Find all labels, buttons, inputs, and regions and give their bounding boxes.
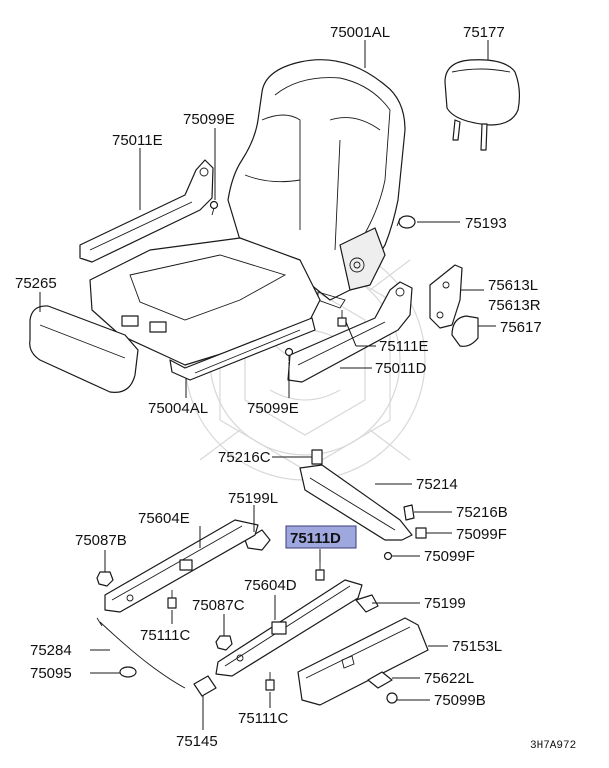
label-75099f-a: 75099F bbox=[456, 526, 507, 543]
label-75193: 75193 bbox=[465, 215, 507, 232]
label-75087c: 75087C bbox=[192, 597, 245, 614]
lever-75199l-part bbox=[244, 529, 271, 551]
label-75011d: 75011D bbox=[375, 360, 427, 377]
cap-part bbox=[451, 315, 479, 347]
bracket-75216c bbox=[311, 449, 323, 465]
label-75111c-b: 75111C bbox=[238, 710, 288, 727]
hinge-cover-left-part bbox=[79, 159, 214, 263]
label-75613l: 75613L bbox=[488, 277, 538, 294]
bolt-75111d bbox=[315, 562, 325, 581]
label-75604d: 75604D bbox=[244, 577, 297, 594]
reference-code: 3H7A972 bbox=[530, 740, 576, 752]
bolt-75111e bbox=[337, 310, 347, 327]
cross-bar-part bbox=[299, 464, 413, 541]
label-75613r: 75613R bbox=[488, 297, 541, 314]
label-75099b: 75099B bbox=[434, 692, 486, 709]
label-75622l: 75622L bbox=[424, 670, 474, 687]
screw-75099b bbox=[386, 692, 398, 704]
cap-75622l-part bbox=[367, 671, 393, 689]
label-75284: 75284 bbox=[30, 642, 72, 659]
label-75111e: 75111E bbox=[379, 338, 429, 355]
label-75265: 75265 bbox=[15, 275, 57, 292]
recliner-knob-part bbox=[396, 215, 416, 229]
nut-75087b bbox=[96, 571, 114, 587]
rail-cover-part bbox=[297, 617, 429, 706]
seat-rail-left-part bbox=[104, 519, 259, 613]
label-75199l: 75199L bbox=[228, 490, 278, 507]
seat-back-part bbox=[227, 59, 406, 309]
label-75216c: 75216C bbox=[218, 449, 271, 466]
label-75145: 75145 bbox=[176, 733, 218, 750]
label-75153l: 75153L bbox=[452, 638, 502, 655]
screw-75099e-top bbox=[209, 200, 219, 216]
seat-cushion-part bbox=[89, 237, 321, 381]
lever-75199-part bbox=[355, 594, 379, 613]
part-labels: 75001AL 75177 75099E 75011E 75193 75265 … bbox=[15, 24, 576, 752]
label-75087b: 75087B bbox=[75, 532, 127, 549]
screw-75099f bbox=[383, 551, 393, 561]
nut-75087c bbox=[215, 635, 233, 651]
clip-75216b bbox=[403, 504, 415, 521]
side-shield-part bbox=[429, 264, 463, 329]
label-75214: 75214 bbox=[416, 476, 458, 493]
label-75099e-top: 75099E bbox=[183, 111, 235, 128]
bolt-75111c-a bbox=[167, 590, 177, 609]
cable-75284-part bbox=[96, 617, 186, 689]
label-75099f-b: 75099F bbox=[424, 548, 475, 565]
label-75004al: 75004AL bbox=[148, 400, 208, 417]
screw-75099e-lower bbox=[284, 347, 294, 361]
label-75011e: 75011E bbox=[112, 132, 163, 149]
highlight-box bbox=[285, 525, 357, 549]
front-trim-part bbox=[29, 305, 139, 393]
label-75177: 75177 bbox=[463, 24, 505, 41]
clip-75095-part bbox=[119, 666, 137, 678]
label-75111d: 75111D bbox=[290, 530, 341, 547]
bolt-75111c-b bbox=[265, 672, 275, 691]
handle-75145-part bbox=[193, 675, 217, 697]
label-75001al: 75001AL bbox=[330, 24, 390, 41]
label-75216b: 75216B bbox=[456, 504, 508, 521]
label-75199: 75199 bbox=[424, 595, 466, 612]
label-75095: 75095 bbox=[30, 665, 72, 682]
label-75099e-bottom: 75099E bbox=[247, 400, 299, 417]
clip-75099f bbox=[415, 527, 427, 539]
label-75111c-a: 75111C bbox=[140, 627, 190, 644]
label-75604e: 75604E bbox=[138, 510, 190, 527]
seat-rail-right-part bbox=[215, 579, 363, 677]
leader-lines bbox=[39, 40, 496, 730]
label-75617: 75617 bbox=[500, 319, 542, 336]
headrest-part bbox=[444, 59, 521, 151]
